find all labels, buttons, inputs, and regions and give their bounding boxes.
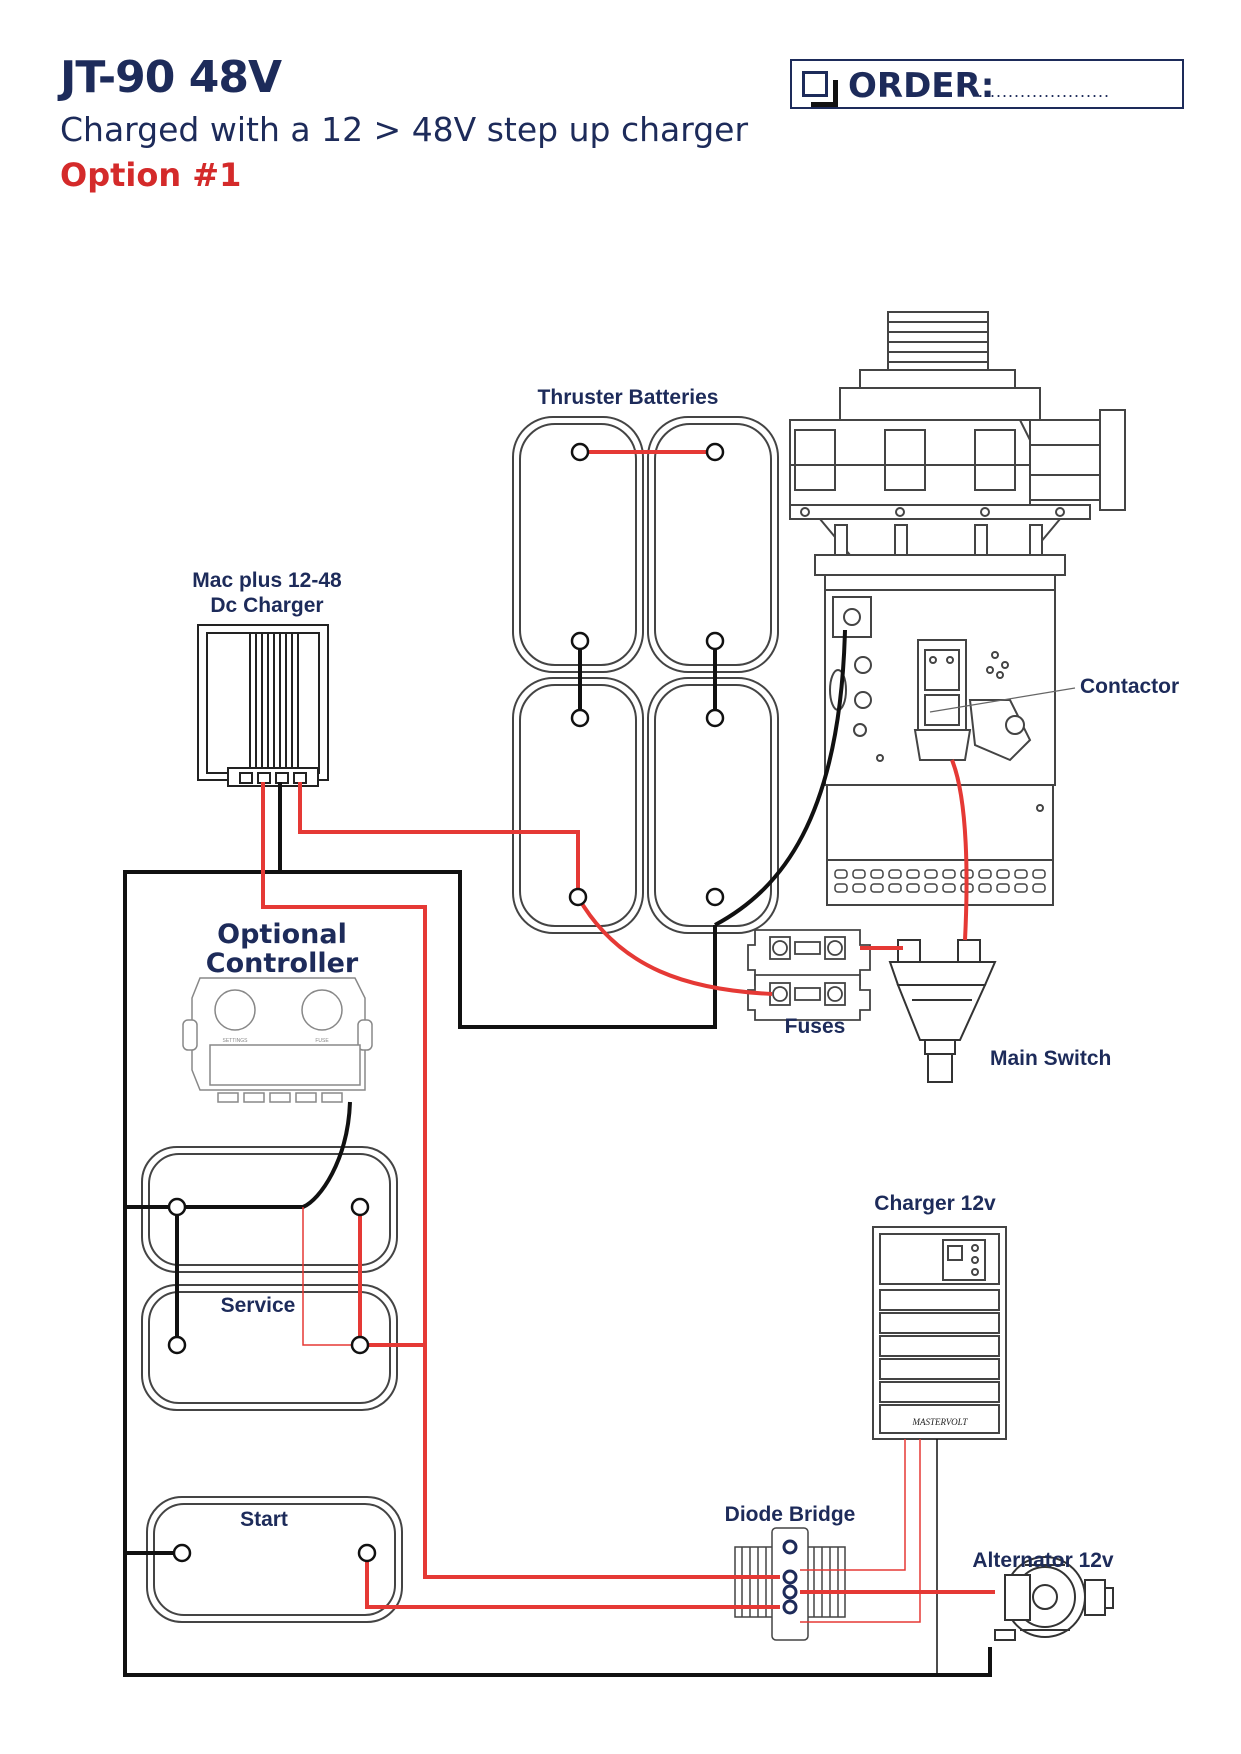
charger-12v (872, 1226, 1007, 1440)
dc-charger (197, 624, 329, 787)
dc-charger-label-line1: Mac plus 12-48 (192, 569, 342, 592)
contactor-label: Contactor (1080, 675, 1179, 698)
thruster-motor (789, 311, 1126, 906)
alternator-label: Alternator 12v (972, 1549, 1114, 1572)
order-label: ORDER: (848, 66, 995, 106)
optional-controller (182, 977, 373, 1103)
thruster-batteries (512, 416, 779, 934)
contactor-leader (929, 687, 1076, 713)
start-label: Start (240, 1508, 288, 1531)
controller-settings-label: SETTINGS (222, 1038, 248, 1044)
optional-controller-label-line1: Optional (217, 919, 347, 950)
controller-fuse-label: FUSE (315, 1038, 329, 1044)
charger-positive-wires (302, 1207, 921, 1623)
thruster-batteries-label: Thruster Batteries (538, 386, 719, 409)
charger-brand: MASTERVOLT (912, 1417, 969, 1427)
positive-wires (261, 450, 995, 1609)
option-label: Option #1 (60, 156, 242, 194)
page-subtitle: Charged with a 12 > 48V step up charger (60, 110, 749, 149)
dc-charger-label-line2: Dc Charger (210, 594, 323, 617)
charger-12v-label: Charger 12v (874, 1192, 996, 1215)
order-dotted-line: ...................... (978, 81, 1111, 101)
diode-bridge-label: Diode Bridge (725, 1503, 856, 1526)
optional-controller-label-line2: Controller (206, 948, 359, 979)
negative-wires (123, 629, 992, 1677)
fuses (747, 929, 871, 1021)
start-battery (146, 1496, 403, 1623)
diode-terminals (782, 1539, 798, 1615)
main-switch (888, 939, 997, 1083)
order-checkbox[interactable] (802, 71, 838, 107)
terminals (167, 442, 725, 1563)
page-title: JT-90 48V (60, 52, 282, 103)
order-box: ORDER: ...................... (790, 59, 1184, 109)
service-batteries (141, 1146, 398, 1411)
service-label: Service (221, 1294, 296, 1317)
main-switch-label: Main Switch (990, 1047, 1111, 1070)
fuses-label: Fuses (785, 1015, 846, 1038)
alternator (994, 1556, 1114, 1641)
